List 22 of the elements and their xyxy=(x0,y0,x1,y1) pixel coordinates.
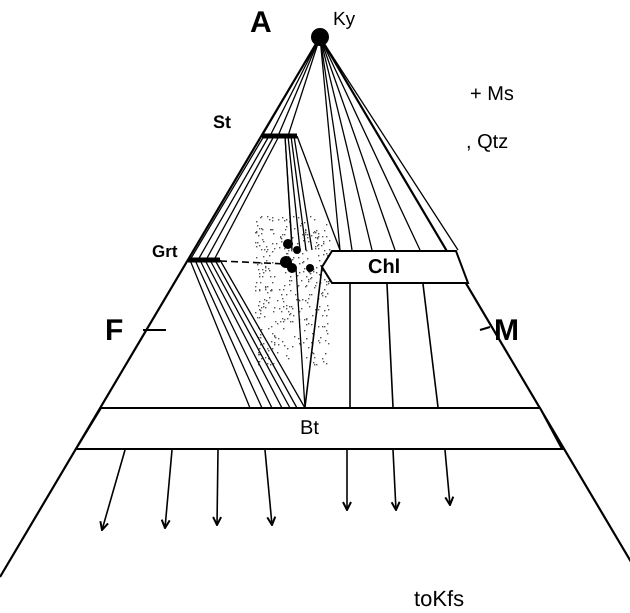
arrow xyxy=(342,450,352,511)
mineral-label: Ky xyxy=(333,10,356,29)
mineral-label: Grt xyxy=(152,243,178,260)
mineral-label: St xyxy=(213,113,231,131)
arrow xyxy=(444,450,454,506)
phase-note: , Qtz xyxy=(466,132,508,152)
tie-line xyxy=(386,284,394,408)
arrow xyxy=(264,450,276,526)
tie-line xyxy=(304,266,323,408)
mineral-name: Bt xyxy=(300,418,319,438)
tie-line xyxy=(422,284,439,408)
mineral-name: Chl xyxy=(368,257,400,277)
phase-note: + Ms xyxy=(470,84,514,104)
corner-label: F xyxy=(105,316,124,346)
tie-line xyxy=(349,284,351,407)
corner-label: M xyxy=(494,316,519,346)
arrow xyxy=(390,450,401,511)
direction-note: toKfs xyxy=(414,588,464,610)
apex-label: A xyxy=(250,8,272,38)
arrow xyxy=(212,450,222,526)
arrow xyxy=(160,450,173,529)
arrow xyxy=(99,450,126,531)
